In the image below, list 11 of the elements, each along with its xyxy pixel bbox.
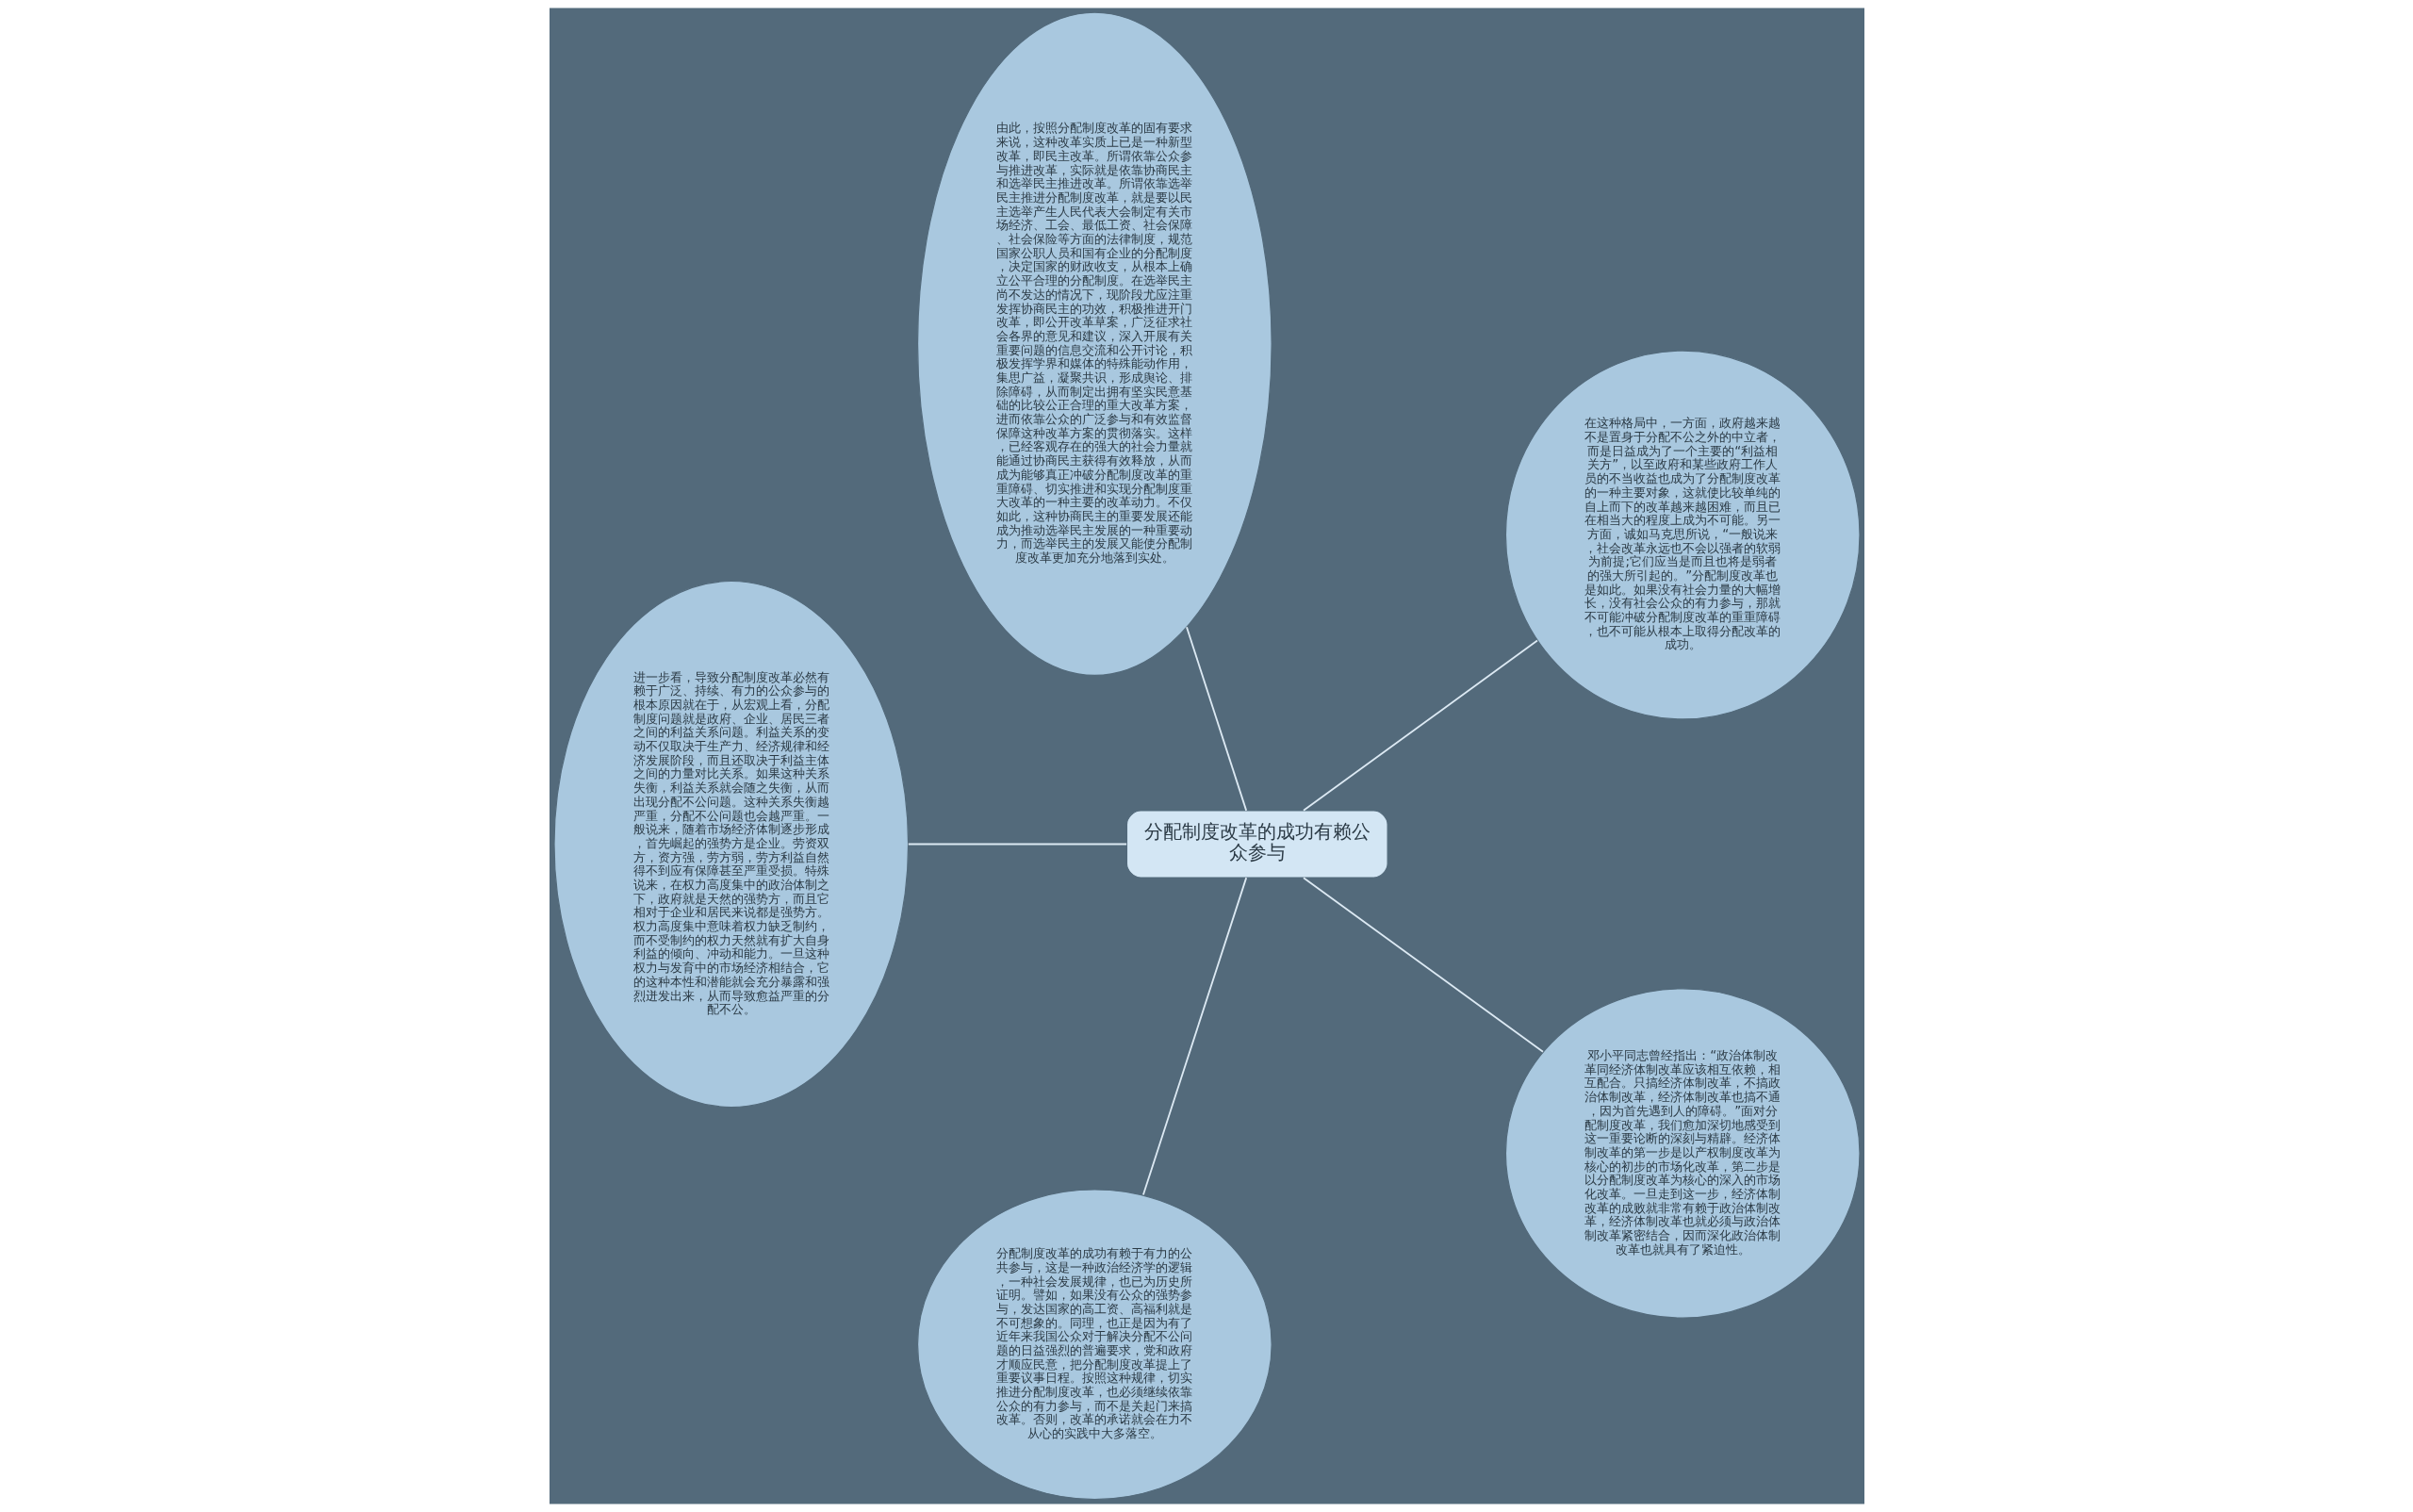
node-ellipse: 由此，按照分配制度改革的固有要求来说，这种改革实质上已是一种新型改革，即民主改革。所谓依靠公众参与推进改革，实际就是依靠协商民主和选举民主推进改革。所谓依靠选举民主推进分配制度改革，就是要以民主选举产生人民代表大会制定有关市场经济、工会、最低工资、社会保障、社会保险等方面的法律制度，规范国家公职人员和国有企业的分配制度，决定国家的财政收支，从根本上确立公平合理的分配制度。在选举民主尚不发达的情况下，现阶段尤应注重发挥协商民主的功效，积极推进开门改革，即公开改革草案，广泛征求社会各界的意见和建议，深入开展有关重要问题的信息交流和公开讨论，积极发挥学界和媒体的特殊能动作用，集思广益，凝聚共识，形成舆论、排除障碍，从而制定出拥有坚实民意基础的比较公正合理的重大改革方案，进而依靠公众的广泛参与和有效监督保障这种改革方案的贯彻落实。这样，已经客观存在的强大的社会力量就能通过协商民主获得有效释放，从而成为能够真正冲破分配制度改革的重重障碍、切实推进和实现分配制度重大改革的一种主要的改革动力。不仅如此，这种协商民主的重要发展还能成为推动选举民主发展的一种重要动力，而选举民主的发展又能使分配制度改革更加充分地落到实处。 — [916, 11, 1272, 676]
node-ellipse: 进一步看，导致分配制度改革必然有赖于广泛、持续、有力的公众参与的根本原因就在于，从宏观上看，分配制度问题就是政府、企业、居民三者之间的利益关系问题。利益关系的变动不仅取决于生产力、经济规律和经济发展阶段，而且还取决于利益主体之间的力量对比关系。如果这种关系失衡，利益关系就会随之失衡，从而出现分配不公问题。这种关系失衡越严重，分配不公问题也会越严重。一般说来，随着市场经济体制逐步形成，首先崛起的强势方是企业。劳资双方，资方强，劳方弱，劳方利益自然得不到应有保障甚至严重受损。特殊说来，在权力高度集中的政治体制之下，政府就是天然的强势方，而且它相对于企业和居民来说都是强势方。权力高度集中意味着权力缺乏制约，而不受制约的权力天然就有扩大自身利益的倾向、冲动和能力。一旦这种权力与发育中的市场经济相结合，它的这种本性和潜能就会充分暴露和强烈迸发出来，从而导致愈益严重的分配不公。 — [552, 580, 909, 1109]
connector — [1185, 626, 1247, 812]
connector — [1302, 639, 1538, 812]
connector — [1302, 877, 1544, 1053]
connector — [907, 843, 1127, 846]
node-box: 分配制度改革的成功有赖公众参与 — [1125, 810, 1388, 879]
connector — [1141, 877, 1247, 1196]
node-circle: 在这种格局中，一方面，政府越来越不是置身于分配不公之外的中立者，而是日益成为了一个主要的“利益相关方”，以至政府和某些政府工作人员的不当收益也成为了分配制度改革的一种主要对象，这就使比较单纯的自上而下的改革越来越困难，而且已在相当大的程度上成为不可能。另一方面，诚如马克思所说，“一般说来，社会改革永远也不会以强者的软弱为前提;它们应当是而且也将是弱者的强大所引起的。”分配制度改革也是如此。如果没有社会力量的大幅增长，没有社会公众的有力参与，那就不可能冲破分配制度改革的重重障碍，也不可能从根本上取得分配改革的成功。 — [1504, 350, 1861, 720]
node-circle: 邓小平同志曾经指出：“政治体制改革同经济体制改革应该相互依赖，相互配合。只搞经济体制改革，不搞政治体制改革，经济体制改革也搞不通，因为首先遇到人的障碍。”面对分配制度改革，我们愈加深切地感受到这一重要论断的深刻与精辟。经济体制改革的第一步是以产权制度改革为核心的初步的市场化改革，第二步是以分配制度改革为核心的深入的市场化改革。一旦走到这一步，经济体制改革的成败就非常有赖于政治体制改革，经济体制改革也就必须与政治体制改革紧密结合，因而深化政治体制改革也就具有了紧迫性。 — [1504, 988, 1861, 1319]
node-ellipse: 分配制度改革的成功有赖于有力的公共参与，这是一种政治经济学的逻辑，一种社会发展规律，也已为历史所证明。譬如，如果没有公众的强势参与，发达国家的高工资、高福利就是不可想象的。同理，也正是因为有了近年来我国公众对于解决分配不公问题的日益强烈的普遍要求，党和政府才顺应民意，把分配制度改革提上了重要议事日程。按照这种规律，切实推进分配制度改革，也必须继续依靠公众的有力参与，而不是关起门来搞改革。否则，改革的承诺就会在力不从心的实践中大多落空。 — [916, 1189, 1272, 1501]
